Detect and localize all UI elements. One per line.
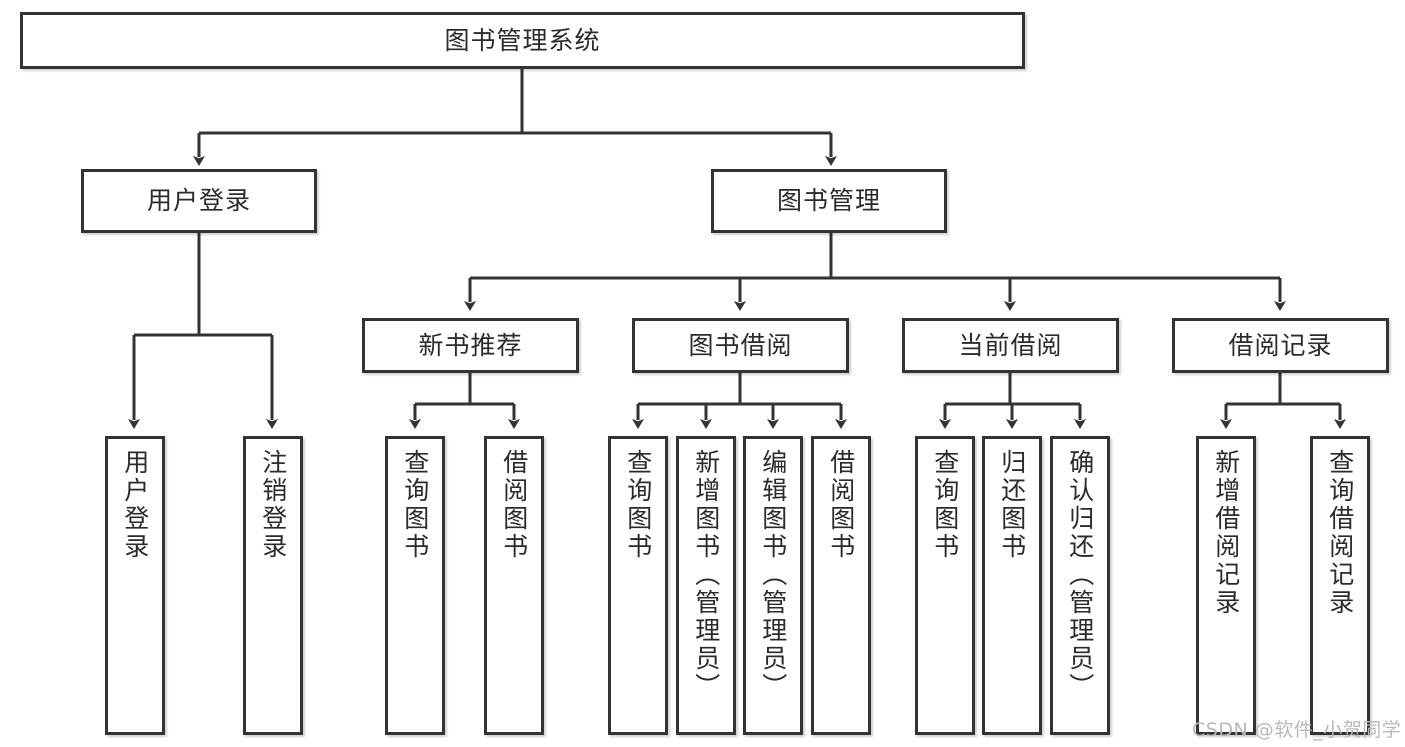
node-book-manage[interactable]: 图书管理 [711,169,947,233]
node-label: 图书管理系统 [444,25,601,55]
node-label: 借阅图书 [826,449,856,561]
node-label: 查询图书 [930,449,960,561]
node-leaf-query-book-current[interactable]: 查询图书 [915,436,975,735]
node-label: 用户登录 [120,449,150,561]
node-borrow-record[interactable]: 借阅记录 [1172,318,1389,373]
node-user-login[interactable]: 用户登录 [81,169,317,233]
node-current-borrow[interactable]: 当前借阅 [902,318,1119,373]
node-label: 查询图书 [623,449,653,561]
node-leaf-logout[interactable]: 注销登录 [243,436,303,735]
node-label: 编辑图书（管理员） [758,449,788,701]
node-leaf-query-book-borrow[interactable]: 查询图书 [608,436,668,735]
node-label: 图书借阅 [688,330,793,360]
node-label: 查询图书 [400,449,430,561]
node-leaf-edit-book-admin[interactable]: 编辑图书（管理员） [743,436,803,735]
node-label: 注销登录 [258,449,288,561]
node-label: 借阅记录 [1228,330,1333,360]
node-label: 新书推荐 [418,330,523,360]
node-leaf-confirm-return-admin[interactable]: 确认归还（管理员） [1050,436,1110,735]
node-book-borrow[interactable]: 图书借阅 [632,318,849,373]
node-root-system[interactable]: 图书管理系统 [20,12,1025,69]
node-label: 新增图书（管理员） [691,449,721,701]
node-label: 用户登录 [146,186,251,216]
node-label: 归还图书 [997,449,1027,561]
node-leaf-query-borrow-record[interactable]: 查询借阅记录 [1310,436,1370,735]
node-leaf-query-book-recommend[interactable]: 查询图书 [385,436,445,735]
node-label: 新增借阅记录 [1211,449,1241,617]
node-leaf-borrow-book-recommend[interactable]: 借阅图书 [484,436,544,735]
node-label: 图书管理 [776,186,881,216]
node-label: 借阅图书 [499,449,529,561]
node-label: 确认归还（管理员） [1065,449,1095,701]
node-leaf-return-book[interactable]: 归还图书 [982,436,1042,735]
node-new-book-recommend[interactable]: 新书推荐 [362,318,579,373]
csdn-watermark: CSDN @软件_小贺同学 [1192,719,1402,741]
node-leaf-borrow-book[interactable]: 借阅图书 [811,436,871,735]
node-leaf-add-borrow-record[interactable]: 新增借阅记录 [1196,436,1256,735]
node-label: 当前借阅 [958,330,1063,360]
node-leaf-add-book-admin[interactable]: 新增图书（管理员） [676,436,736,735]
node-label: 查询借阅记录 [1325,449,1355,617]
node-leaf-user-login[interactable]: 用户登录 [105,436,165,735]
